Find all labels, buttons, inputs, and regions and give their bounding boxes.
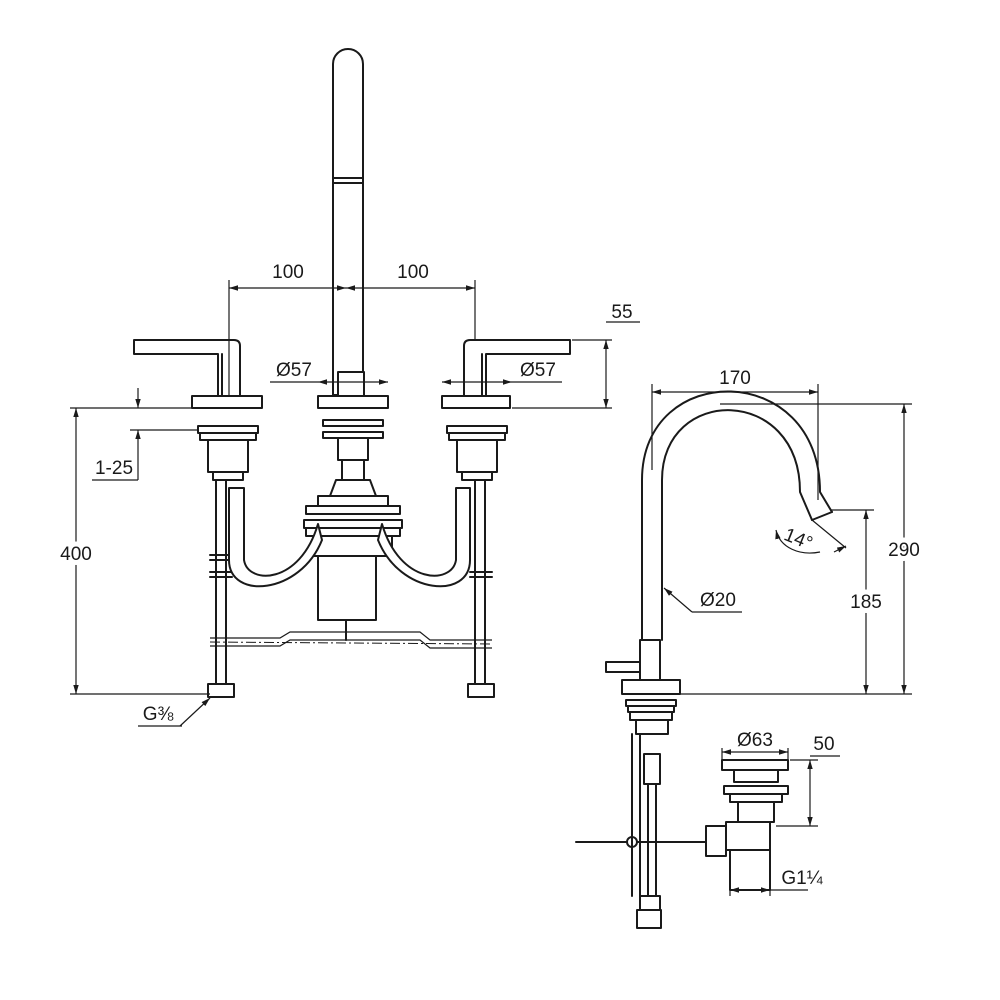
front-view: 100 100 55 Ø57 Ø57 1-25 bbox=[55, 48, 640, 727]
dim-handle-height-label: 55 bbox=[611, 302, 632, 323]
dimension-spacing: 100 100 bbox=[228, 262, 476, 396]
dimension-rosettes: Ø57 Ø57 bbox=[270, 360, 562, 385]
left-valve bbox=[133, 339, 263, 698]
gooseneck-spout bbox=[641, 390, 833, 641]
right-valve bbox=[441, 339, 571, 698]
centre-body bbox=[303, 371, 403, 641]
side-view: 170 290 185 14° Ø20 bbox=[575, 368, 925, 929]
dim-spacing-right-label: 100 bbox=[397, 262, 429, 283]
dim-total-height-label: 400 bbox=[60, 544, 92, 565]
dim-handle-rosette-label: Ø57 bbox=[520, 360, 556, 381]
popup-waste bbox=[705, 759, 789, 891]
dimension-total-height: 400 bbox=[55, 407, 210, 695]
dim-connection-thread-label: G⅜ bbox=[143, 704, 174, 725]
dimension-reach: 170 bbox=[651, 368, 819, 500]
dim-waste-thread-label: G1¼ bbox=[781, 868, 823, 889]
dimension-waste-height: 50 bbox=[776, 734, 840, 827]
dim-spacing-left-label: 100 bbox=[272, 262, 304, 283]
dimension-outlet-height: 185 bbox=[830, 509, 887, 694]
dim-waste-height-label: 50 bbox=[813, 734, 834, 755]
dimension-thread: G⅜ bbox=[138, 697, 211, 727]
dim-deck-thickness-label: 1-25 bbox=[95, 458, 133, 479]
dimension-waste-thread: G1¼ bbox=[729, 868, 824, 896]
connection-hoses bbox=[228, 487, 471, 588]
dim-spout-rosette-label: Ø57 bbox=[276, 360, 312, 381]
dimension-outlet-angle: 14° bbox=[775, 519, 847, 555]
dimension-side-height: 290 bbox=[680, 403, 925, 695]
dim-spout-reach-label: 170 bbox=[719, 368, 751, 389]
dim-outlet-angle-label: 14° bbox=[781, 524, 816, 554]
dimension-waste-flange: Ø63 bbox=[721, 730, 789, 760]
dimension-tube: Ø20 bbox=[663, 587, 742, 613]
popup-rod bbox=[575, 829, 721, 857]
dimension-handle-height: 55 bbox=[512, 302, 640, 409]
dim-spout-tube-label: Ø20 bbox=[700, 590, 736, 611]
dimension-deck: 1-25 bbox=[92, 388, 198, 481]
mounting-bracket bbox=[209, 631, 493, 649]
dim-outlet-height-label: 185 bbox=[850, 592, 882, 613]
spout bbox=[332, 48, 364, 396]
side-body bbox=[605, 639, 681, 929]
dim-side-height-label: 290 bbox=[888, 540, 920, 561]
dim-waste-flange-label: Ø63 bbox=[737, 730, 773, 751]
